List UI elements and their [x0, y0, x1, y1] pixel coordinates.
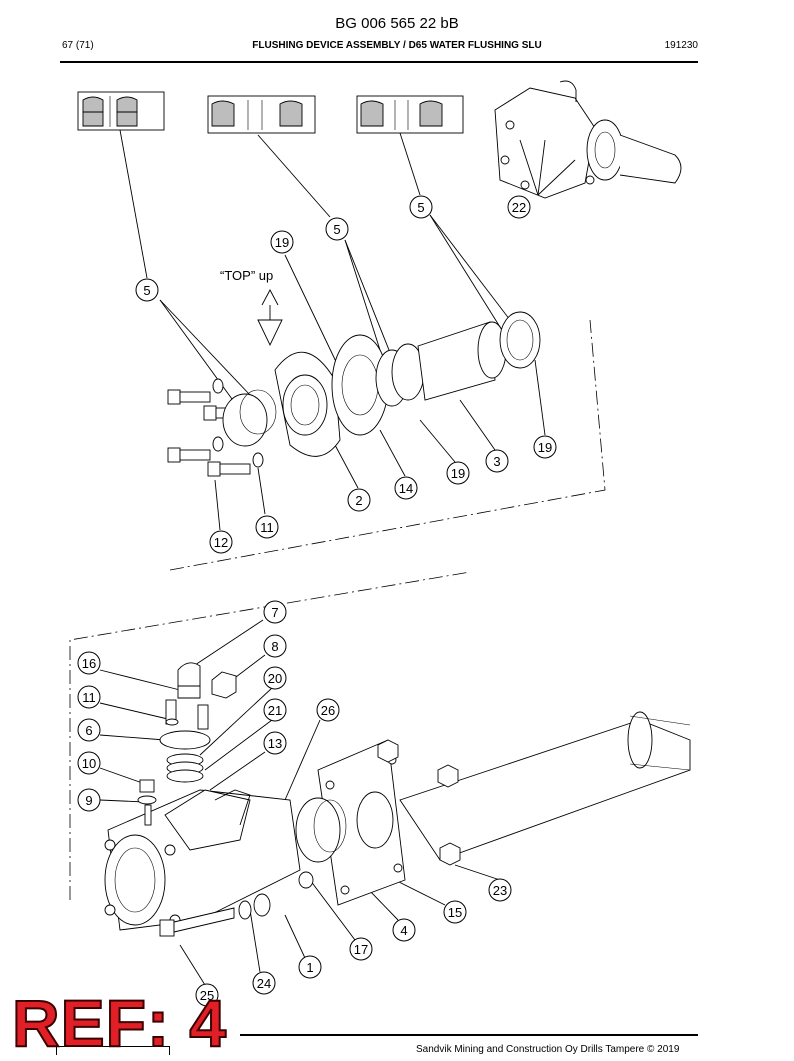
seal-detail-box	[77, 91, 165, 131]
svg-text:7: 7	[271, 605, 278, 620]
svg-text:5: 5	[143, 283, 150, 298]
svg-text:10: 10	[82, 756, 96, 771]
svg-text:11: 11	[82, 690, 96, 705]
svg-text:19: 19	[275, 235, 289, 250]
callout-lower-17: 17	[349, 937, 373, 961]
callout-upper-14: 14	[394, 476, 418, 500]
callout-lower-24: 24	[252, 971, 276, 995]
svg-text:5: 5	[417, 200, 424, 215]
svg-text:20: 20	[268, 671, 282, 686]
callout-lower-4: 4	[392, 918, 416, 942]
svg-text:11: 11	[260, 520, 274, 535]
svg-text:16: 16	[82, 656, 96, 671]
svg-text:19: 19	[451, 466, 465, 481]
copyright-footer: Sandvik Mining and Construction Oy Drill…	[416, 1044, 680, 1055]
callout-upper-22: 22	[507, 195, 531, 219]
callout-lower-20: 20	[263, 666, 287, 690]
date-code: 191230	[664, 40, 698, 51]
callout-upper-3: 3	[485, 449, 509, 473]
callout-lower-26: 26	[316, 698, 340, 722]
page-title: FLUSHING DEVICE ASSEMBLY / D65 WATER FLU…	[252, 40, 542, 51]
callout-upper-12: 12	[209, 530, 233, 554]
callout-lower-9: 9	[77, 788, 101, 812]
svg-text:4: 4	[400, 923, 407, 938]
document-code: BG 006 565 22 bB	[335, 15, 459, 32]
svg-text:25: 25	[200, 988, 214, 1003]
seal-detail-box	[356, 95, 464, 134]
svg-text:8: 8	[271, 639, 278, 654]
callout-upper-19c: 19	[446, 461, 470, 485]
svg-text:23: 23	[493, 883, 507, 898]
callout-upper-5c: 5	[409, 195, 433, 219]
callout-lower-7: 7	[263, 600, 287, 624]
callout-lower-25: 25	[195, 983, 219, 1007]
callout-lower-13: 13	[263, 731, 287, 755]
callout-upper-5a: 5	[135, 278, 159, 302]
svg-text:19: 19	[538, 440, 552, 455]
svg-text:1: 1	[306, 960, 313, 975]
svg-text:2: 2	[355, 493, 362, 508]
callout-lower-16: 16	[77, 651, 101, 675]
callout-lower-11: 11	[77, 685, 101, 709]
assembly-thumbnail	[494, 80, 682, 199]
seal-detail-box	[207, 95, 316, 134]
lower-assembly	[104, 662, 691, 937]
callout-lower-8: 8	[263, 634, 287, 658]
callout-lower-1: 1	[298, 955, 322, 979]
svg-text:26: 26	[321, 703, 335, 718]
svg-text:12: 12	[214, 535, 228, 550]
svg-text:3: 3	[493, 454, 500, 469]
upper-assembly	[167, 289, 541, 477]
header-rule	[60, 61, 698, 63]
svg-text:15: 15	[448, 905, 462, 920]
callout-upper-5b: 5	[325, 217, 349, 241]
callout-upper-19a: 19	[270, 230, 294, 254]
callout-lower-6: 6	[77, 718, 101, 742]
svg-text:24: 24	[257, 976, 271, 991]
svg-text:13: 13	[268, 736, 282, 751]
callout-lower-21: 21	[263, 698, 287, 722]
svg-text:6: 6	[85, 723, 92, 738]
reference-stamp: REF: 4	[11, 985, 228, 1061]
top-orientation-label: “TOP” up	[220, 268, 273, 283]
svg-text:9: 9	[85, 793, 92, 808]
callout-upper-11: 11	[255, 515, 279, 539]
svg-text:17: 17	[354, 942, 368, 957]
callout-lower-10: 10	[77, 751, 101, 775]
svg-text:22: 22	[512, 200, 526, 215]
footer-rule	[240, 1034, 698, 1036]
callout-lower-23: 23	[488, 878, 512, 902]
stamp-underline	[56, 1046, 170, 1055]
svg-text:14: 14	[399, 481, 413, 496]
callout-upper-2: 2	[347, 488, 371, 512]
page-number: 67 (71)	[62, 40, 94, 51]
callout-lower-15: 15	[443, 900, 467, 924]
svg-text:21: 21	[268, 703, 282, 718]
leader-lines	[119, 129, 546, 531]
callout-upper-19b: 19	[533, 435, 557, 459]
svg-text:5: 5	[333, 222, 340, 237]
